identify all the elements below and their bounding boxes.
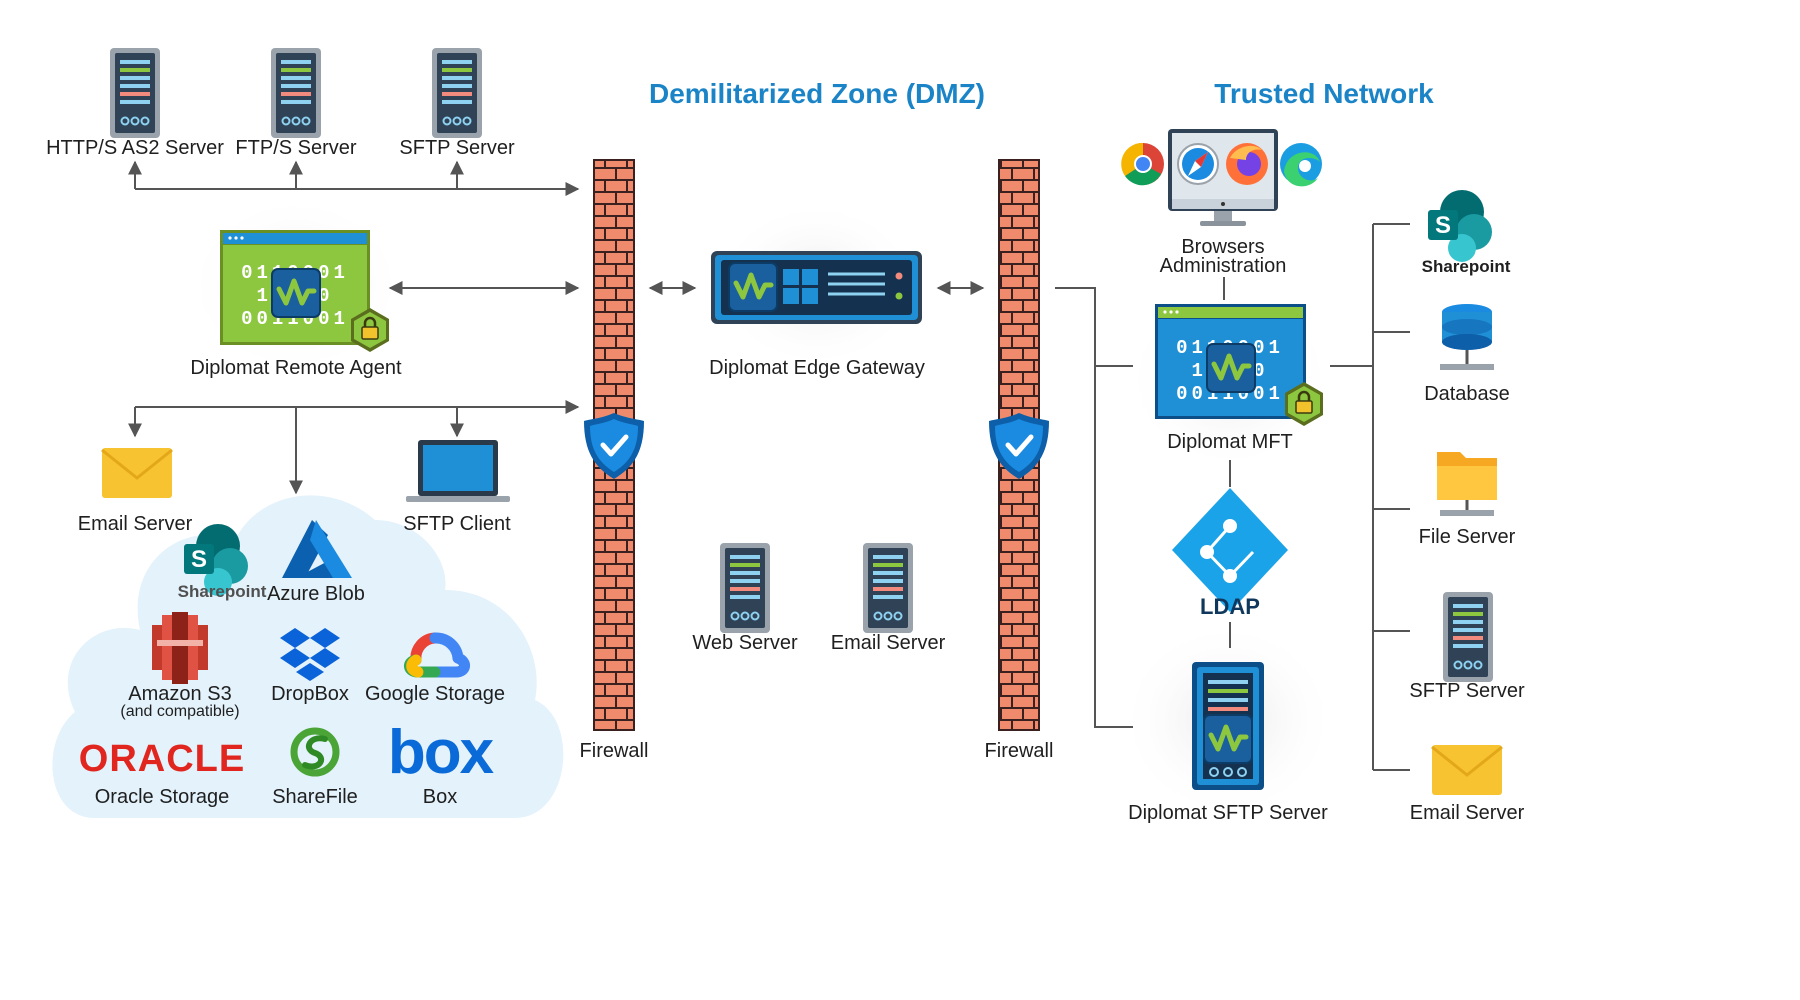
- laptop-icon: [406, 440, 510, 502]
- file-server-label: File Server: [1418, 526, 1516, 548]
- chrome-icon: [1121, 142, 1164, 186]
- azure-logo: [282, 520, 352, 578]
- edge-gateway-label: Diplomat Edge Gateway: [709, 357, 925, 379]
- oracle-storage-label: Oracle Storage: [94, 786, 230, 808]
- safari-icon: [1177, 143, 1219, 185]
- remote-agent-label: Diplomat Remote Agent: [190, 357, 402, 379]
- dropbox-logo: [280, 628, 340, 681]
- web-server-icon: [719, 542, 771, 634]
- google-storage-logo: [404, 632, 470, 678]
- trusted-sftp-server-label: SFTP Server: [1409, 680, 1525, 702]
- sharefile-logo: [290, 727, 340, 777]
- sftp-client-label: SFTP Client: [403, 513, 511, 535]
- connector-lines: [128, 160, 1410, 771]
- firewall-left-label: Firewall: [579, 740, 649, 762]
- remote-agent-icon: 0110001 10 10 0011001: [220, 230, 370, 345]
- trusted-email-envelope-icon: [1430, 743, 1504, 797]
- edge-browser-icon: [1280, 143, 1322, 187]
- browsers-label: Browsers: [1181, 236, 1265, 258]
- diplomat-sftp-server-icon: [1192, 662, 1264, 790]
- http-as2-server-label: HTTP/S AS2 Server: [46, 137, 224, 159]
- ftps-server-icon: [270, 47, 322, 139]
- sharefile-label: ShareFile: [272, 786, 358, 808]
- email-server-label: Email Server: [77, 513, 193, 535]
- amazon-s3-label: Amazon S3: [128, 683, 232, 705]
- dropbox-label: DropBox: [271, 683, 349, 705]
- box-label: Box: [422, 786, 458, 808]
- firewall-right-label: Firewall: [984, 740, 1054, 762]
- google-storage-label: Google Storage: [364, 683, 506, 705]
- ldap-label: LDAP: [1200, 594, 1260, 619]
- oracle-logo: ORACLE: [78, 738, 246, 780]
- file-server-folder-icon: [1437, 452, 1497, 516]
- amazon-s3-logo: [152, 612, 208, 684]
- email-server-envelope-icon: [100, 446, 174, 500]
- dmz-zone-title: Demilitarized Zone (DMZ): [648, 78, 986, 109]
- dmz-email-server-label: Email Server: [830, 632, 946, 654]
- dmz-email-server-icon: [862, 542, 914, 634]
- box-logo: box: [387, 718, 494, 787]
- trusted-sftp-server-icon: [1442, 591, 1494, 683]
- trusted-zone-title: Trusted Network: [1214, 78, 1434, 109]
- trusted-email-server-label: Email Server: [1409, 802, 1525, 824]
- diplomat-sftp-server-label: Diplomat SFTP Server: [1128, 802, 1328, 824]
- cloud-sharepoint-label: Sharepoint: [177, 582, 267, 601]
- trusted-sharepoint-logo: [1428, 190, 1492, 262]
- database-label: Database: [1424, 383, 1510, 405]
- edge-gateway-icon: [711, 251, 922, 324]
- diplomat-mft-icon: 0110001 10 10 0011001: [1155, 304, 1306, 419]
- sftp-server-label: SFTP Server: [399, 137, 515, 159]
- azure-blob-label: Azure Blob: [267, 583, 365, 605]
- diplomat-mft-label: Diplomat MFT: [1167, 431, 1293, 453]
- amazon-s3-note: (and compatible): [120, 703, 240, 720]
- administration-label: Administration: [1159, 255, 1287, 277]
- firefox-icon: [1226, 143, 1268, 185]
- ldap-icon: [1172, 488, 1288, 612]
- trusted-sharepoint-label: Sharepoint: [1421, 257, 1511, 276]
- database-icon: [1440, 304, 1494, 370]
- firewall-left-icon: [584, 159, 644, 731]
- ftps-server-label: FTP/S Server: [235, 137, 357, 159]
- firewall-right-icon: [989, 159, 1049, 731]
- http-as2-server-icon: [109, 47, 161, 139]
- web-server-label: Web Server: [692, 632, 798, 654]
- sftp-server-icon: [431, 47, 483, 139]
